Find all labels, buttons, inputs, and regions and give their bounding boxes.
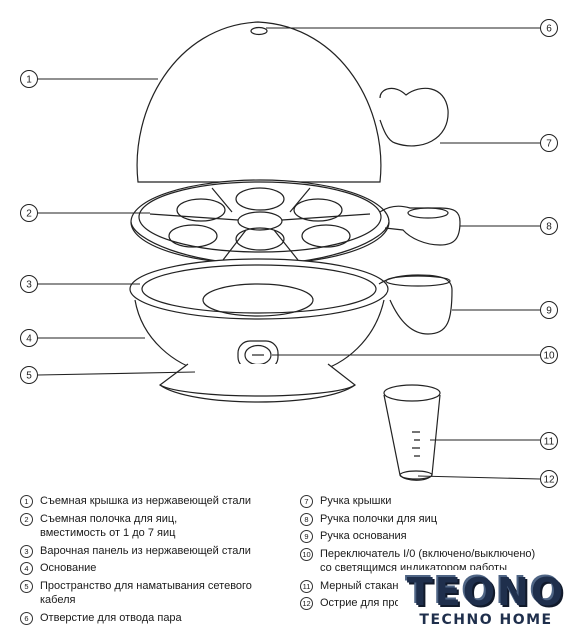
- callout-number: 7: [546, 139, 552, 150]
- legend-number: 5: [20, 579, 33, 593]
- legend-text: Съемная крышка из нержавеющей стали: [40, 495, 252, 507]
- callout-1: 1: [20, 70, 38, 88]
- egg-slot: [235, 187, 285, 211]
- legend-item: 7 Ручка крышки: [300, 494, 570, 509]
- legend-number: 11: [300, 579, 313, 593]
- legend-item: 1 Съемная крышка из нержавеющей стали: [20, 494, 300, 509]
- legend-item: 6 Отверстие для отвода пара: [20, 611, 300, 626]
- legend-number: 8: [300, 512, 313, 526]
- legend-left-column: 1 Съемная крышка из нержавеющей стали 2 Съ…: [20, 494, 300, 628]
- callout-number: 6: [546, 24, 552, 35]
- egg-slot: [176, 198, 226, 222]
- legend-item: 5 Пространство для наматывания сетевого к…: [20, 579, 300, 608]
- measuring-marks: [412, 431, 420, 457]
- measuring-cup: [383, 394, 441, 481]
- callout-5: 5: [20, 366, 38, 384]
- legend-text: Ручка основания: [320, 530, 407, 542]
- egg-slot: [293, 198, 343, 222]
- legend-number: 3: [20, 544, 33, 558]
- callout-6: 6: [540, 19, 558, 37]
- callout-3: 3: [20, 275, 38, 293]
- callout-number: 5: [26, 371, 32, 382]
- callout-11: 11: [540, 432, 558, 450]
- callout-number: 1: [26, 75, 32, 86]
- legend-item: 8 Ручка полочки для яиц: [300, 512, 570, 527]
- legend-text: Ручка крышки: [320, 495, 392, 507]
- logo-tagline: TECHNO HOME: [419, 612, 553, 628]
- steam-vent-hole: [250, 26, 268, 36]
- callout-9: 9: [540, 301, 558, 319]
- brand-logo: TEONO TECHNO HOME: [398, 570, 574, 632]
- callout-number: 9: [546, 306, 552, 317]
- legend-number: 4: [20, 562, 33, 575]
- legend-item: 3 Варочная панель из нержавеющей стали: [20, 544, 300, 559]
- egg-slot: [301, 224, 351, 248]
- egg-slot: [235, 227, 285, 251]
- legend-item: 2 Съемная полочка для яиц, вместимость от…: [20, 512, 300, 541]
- legend-number: 9: [300, 530, 313, 543]
- callout-number: 3: [26, 280, 32, 291]
- egg-slot: [237, 211, 283, 231]
- leader-line-5: [37, 371, 196, 376]
- egg-tray-handle: [379, 205, 461, 246]
- legend-item: 4 Основание: [20, 561, 300, 576]
- callout-number: 2: [26, 209, 32, 220]
- legend-text: Основание: [40, 562, 97, 574]
- heating-plate: [202, 283, 314, 317]
- callout-7: 7: [540, 134, 558, 152]
- legend-number: 1: [20, 495, 33, 508]
- legend-text: Съемная полочка для яиц, вместимость от …: [40, 512, 178, 540]
- legend-text: Варочная панель из нержавеющей стали: [40, 544, 251, 557]
- legend-text: Мерный стакан: [320, 579, 399, 592]
- legend-item: 11 Мерный стакан: [300, 579, 570, 594]
- callout-number: 8: [546, 222, 552, 233]
- callout-10: 10: [540, 346, 558, 364]
- legend-item: 9 Ручка основания: [300, 529, 570, 544]
- egg-slot: [168, 224, 218, 248]
- legend-number: 10: [300, 547, 313, 561]
- legend-number: 2: [20, 512, 33, 526]
- cooking-plate-rim: [129, 258, 389, 320]
- egg-cooker-diagram: 1 2 3 4 5 6 7 8 9 10 11 12: [20, 19, 558, 488]
- callout-number: 11: [544, 437, 555, 448]
- cord-storage-foot: [158, 363, 356, 403]
- legend-number: 6: [20, 611, 33, 625]
- leader-line-12: [417, 475, 541, 480]
- legend-text: Пространство для наматывания сетевого ка…: [40, 579, 252, 607]
- logo-wordmark: TEONO: [406, 570, 566, 614]
- legend-text: Отверстие для отвода пара: [40, 611, 182, 624]
- base-handle: [378, 274, 453, 335]
- legend-number: 7: [300, 495, 313, 508]
- lid-dome: [136, 21, 382, 183]
- legend-number: 12: [300, 597, 313, 610]
- lid-handle: [379, 87, 449, 147]
- callout-number: 4: [26, 334, 32, 345]
- callout-number: 10: [543, 351, 555, 362]
- callout-12: 12: [540, 470, 558, 488]
- callout-number: 12: [543, 475, 555, 486]
- callout-2: 2: [20, 204, 38, 222]
- legend-text: Ручка полочки для яиц: [320, 512, 438, 525]
- callout-8: 8: [540, 217, 558, 235]
- callout-4: 4: [20, 329, 38, 347]
